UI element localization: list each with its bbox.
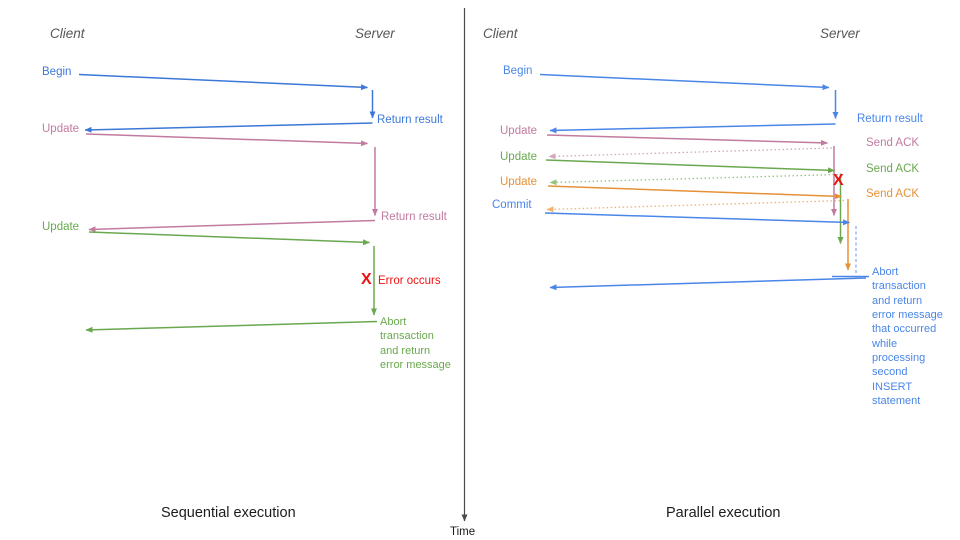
- abort-line: statement: [872, 395, 921, 408]
- right-return-result-label: Return result: [857, 113, 923, 125]
- left-abort-label: Abort transaction and return error messa…: [380, 315, 451, 372]
- right-send-ack-2-arrow: [549, 173, 839, 186]
- abort-line: processing: [872, 352, 926, 365]
- right-client-header: Client: [483, 26, 518, 41]
- abort-line: error message: [380, 359, 451, 372]
- abort-line: Abort: [380, 316, 407, 328]
- left-begin-label: Begin: [42, 66, 72, 78]
- left-update-2-request-arrow: [88, 231, 370, 246]
- left-error-x-icon: X: [361, 271, 372, 288]
- right-send-ack-2-label: Send ACK: [866, 163, 920, 175]
- right-send-ack-3-label: Send ACK: [866, 188, 920, 200]
- right-error-x-icon: X: [833, 172, 844, 189]
- abort-line: and return: [380, 344, 431, 357]
- right-return-result-arrow: [549, 123, 836, 134]
- abort-line: that occurred: [872, 323, 937, 336]
- left-server-header: Server: [355, 26, 395, 41]
- right-send-ack-3-arrow: [546, 199, 845, 213]
- left-begin-request-arrow: [78, 73, 368, 91]
- right-update-2-label: Update: [500, 151, 538, 163]
- right-update-1-label: Update: [500, 125, 538, 137]
- left-return-result-1-arrow: [84, 122, 373, 133]
- left-return-result-1-label: Return result: [377, 114, 443, 126]
- right-abort-label: Abort transaction and return error messa…: [872, 265, 943, 408]
- abort-line: transaction: [872, 280, 926, 293]
- left-update-2-label: Update: [42, 221, 80, 233]
- right-commit-label: Commit: [492, 199, 532, 211]
- right-update-1-request-arrow: [546, 134, 828, 146]
- left-update-1-request-arrow: [85, 133, 368, 147]
- right-commit-request-arrow: [544, 212, 850, 226]
- abort-line: second: [872, 366, 908, 379]
- left-diagram-title: Sequential execution: [161, 505, 296, 521]
- right-update-2-request-arrow: [545, 159, 835, 174]
- right-send-ack-1-arrow: [548, 147, 833, 160]
- left-client-header: Client: [50, 26, 85, 41]
- abort-line: and return: [872, 294, 923, 307]
- right-update-3-label: Update: [500, 176, 538, 188]
- abort-line: error message: [872, 309, 943, 322]
- abort-line: Abort: [872, 266, 899, 278]
- left-abort-return-arrow: [85, 320, 378, 333]
- abort-line: transaction: [380, 330, 434, 343]
- right-diagram-title: Parallel execution: [666, 505, 781, 521]
- left-return-result-2-label: Return result: [381, 211, 447, 223]
- left-return-result-2-arrow: [88, 219, 376, 233]
- left-update-1-label: Update: [42, 123, 80, 135]
- right-server-header: Server: [820, 26, 860, 41]
- right-begin-request-arrow: [539, 73, 830, 91]
- right-update-3-request-arrow: [547, 185, 842, 200]
- right-abort-return-arrow: [549, 277, 867, 291]
- left-error-occurs-label: Error occurs: [378, 275, 441, 287]
- right-begin-label: Begin: [503, 65, 533, 77]
- abort-line: INSERT: [872, 380, 913, 393]
- abort-line: while: [872, 337, 898, 350]
- time-axis-label: Time: [450, 526, 476, 538]
- right-send-ack-1-label: Send ACK: [866, 137, 920, 149]
